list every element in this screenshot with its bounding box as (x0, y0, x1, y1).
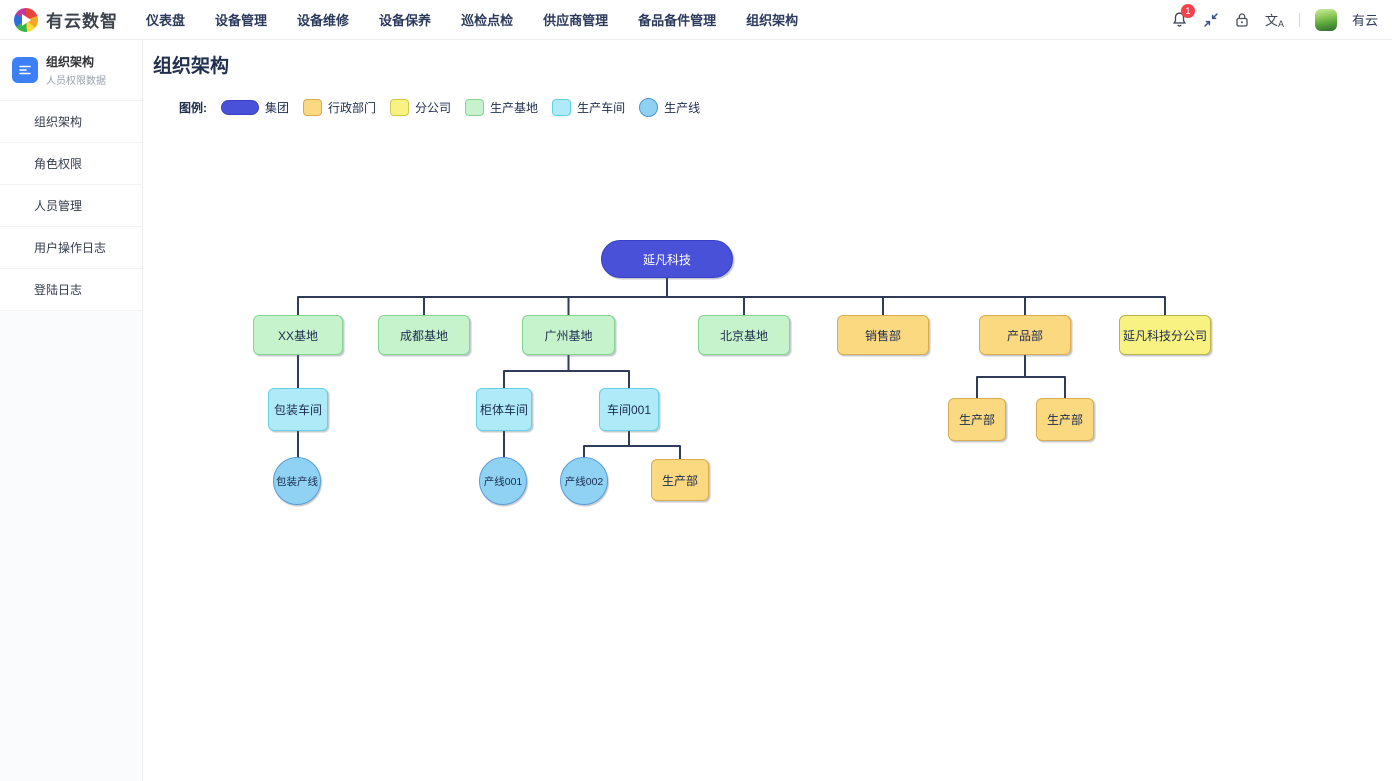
org-node-product-dept[interactable]: 产品部 (979, 315, 1071, 355)
main-content: 组织架构 图例: 集团 行政部门 分公司 生产基地 生产车间 生产线 (144, 40, 1392, 781)
line-swatch (639, 98, 659, 117)
org-node-production-dept-3[interactable]: 生产部 (651, 459, 709, 501)
legend-item-base: 生产基地 (465, 99, 538, 116)
org-node-beijing-base[interactable]: 北京基地 (698, 315, 790, 355)
vertical-divider (1298, 12, 1300, 27)
org-module-icon (12, 57, 38, 83)
top-nav: 仪表盘 设备管理 设备维修 设备保养 巡检点检 供应商管理 备品备件管理 组织架… (146, 10, 798, 29)
org-chart-connectors (297, 277, 1166, 461)
org-node-production-dept-1[interactable]: 生产部 (948, 398, 1006, 441)
org-node-line-002[interactable]: 产线002 (560, 457, 608, 505)
org-node-chengdu-base[interactable]: 成都基地 (378, 315, 470, 355)
branch-swatch (390, 99, 410, 116)
admin-dept-swatch (303, 99, 323, 116)
exit-fullscreen-icon[interactable] (1203, 12, 1219, 28)
brand: 有云数智 (14, 7, 118, 32)
legend-item-branch: 分公司 (390, 99, 451, 116)
notification-bell-icon[interactable]: 1 (1171, 4, 1195, 28)
legend-label: 图例: (179, 101, 207, 115)
nav-item-device-maintenance[interactable]: 设备保养 (379, 13, 432, 28)
sidebar-module-subtitle: 人员权限数据 (46, 76, 106, 87)
org-node-branch-company[interactable]: 延凡科技分公司 (1119, 315, 1211, 355)
org-node-production-dept-2[interactable]: 生产部 (1036, 398, 1094, 441)
sidebar-filler (0, 311, 142, 781)
org-node-packaging-line[interactable]: 包装产线 (273, 457, 321, 505)
top-bar-actions: 1 文A 有云 (1171, 4, 1378, 31)
sidebar-item-login-log[interactable]: 登陆日志 (0, 269, 142, 311)
nav-item-inspection[interactable]: 巡检点检 (461, 13, 514, 28)
top-bar: 有云数智 仪表盘 设备管理 设备维修 设备保养 巡检点检 供应商管理 备品备件管… (0, 0, 1392, 40)
user-avatar[interactable] (1314, 8, 1337, 31)
notification-badge: 1 (1180, 4, 1195, 18)
group-swatch (221, 100, 259, 115)
nav-item-dashboard[interactable]: 仪表盘 (146, 13, 186, 28)
sidebar-item-org-structure[interactable]: 组织架构 (0, 101, 142, 143)
org-node-sales-dept[interactable]: 销售部 (837, 315, 929, 355)
sidebar-item-personnel[interactable]: 人员管理 (0, 185, 142, 227)
legend-item-line: 生产线 (639, 98, 700, 117)
page-title: 组织架构 (153, 56, 230, 77)
legend-item-admin-dept: 行政部门 (303, 99, 376, 116)
base-swatch (465, 99, 485, 116)
legend-text: 生产线 (664, 101, 701, 115)
org-node-xx-base[interactable]: XX基地 (253, 315, 343, 355)
nav-item-device-repair[interactable]: 设备维修 (297, 13, 350, 28)
nav-item-device-management[interactable]: 设备管理 (215, 13, 268, 28)
sidebar: 组织架构 人员权限数据 组织架构 角色权限 人员管理 用户操作日志 登陆日志 (0, 40, 143, 781)
legend-text: 分公司 (415, 101, 452, 115)
sidebar-module-title: 组织架构 (46, 55, 95, 69)
legend-text: 行政部门 (328, 101, 377, 115)
legend: 图例: 集团 行政部门 分公司 生产基地 生产车间 生产线 (179, 98, 1392, 117)
nav-item-org-structure[interactable]: 组织架构 (746, 13, 799, 28)
workshop-swatch (552, 99, 572, 116)
app-logo-icon (14, 7, 38, 32)
translate-icon[interactable]: 文A (1264, 13, 1284, 29)
brand-name: 有云数智 (46, 12, 118, 31)
org-node-cabinet-workshop[interactable]: 柜体车间 (476, 388, 532, 431)
lock-icon[interactable] (1234, 12, 1250, 28)
legend-item-workshop: 生产车间 (552, 99, 625, 116)
nav-item-spare-parts[interactable]: 备品备件管理 (638, 13, 717, 28)
org-node-root[interactable]: 延凡科技 (601, 240, 733, 278)
legend-text: 生产基地 (490, 101, 539, 115)
username-label[interactable]: 有云 (1351, 13, 1378, 28)
org-node-workshop-001[interactable]: 车间001 (599, 388, 659, 431)
nav-item-supplier-management[interactable]: 供应商管理 (543, 13, 609, 28)
org-node-packaging-workshop[interactable]: 包装车间 (268, 388, 328, 431)
sidebar-item-user-operation-log[interactable]: 用户操作日志 (0, 227, 142, 269)
sidebar-item-role-permissions[interactable]: 角色权限 (0, 143, 142, 185)
legend-text: 集团 (265, 101, 290, 115)
sidebar-module-header: 组织架构 人员权限数据 (0, 40, 142, 101)
legend-item-group: 集团 (221, 99, 289, 116)
org-node-guangzhou-base[interactable]: 广州基地 (522, 315, 615, 355)
legend-text: 生产车间 (577, 101, 626, 115)
org-node-line-001[interactable]: 产线001 (479, 457, 527, 505)
